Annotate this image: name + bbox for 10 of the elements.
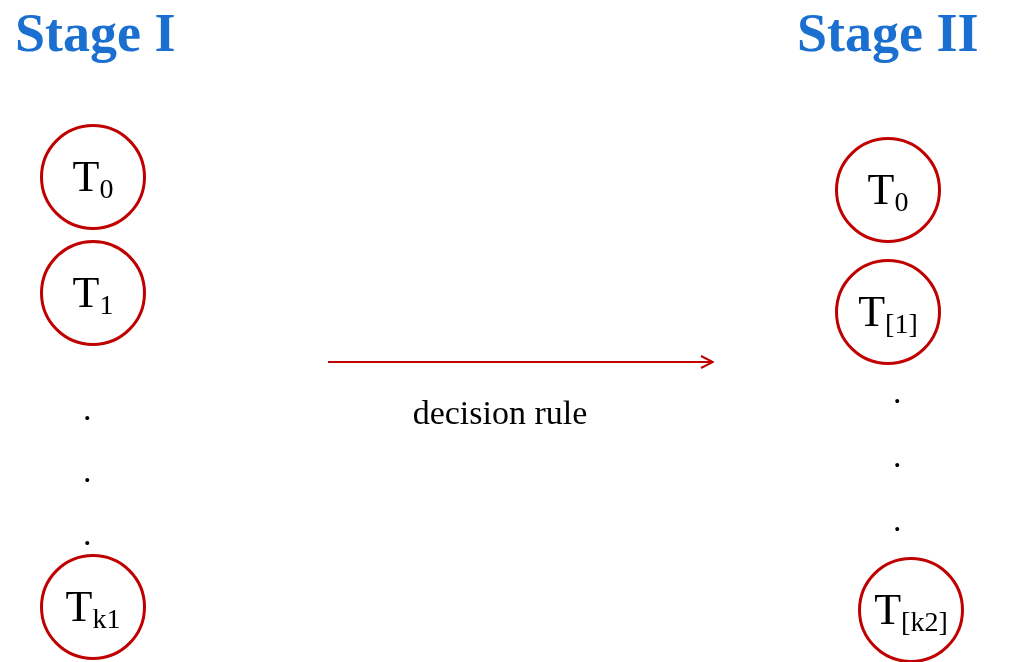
ellipsis-dot: . [83, 454, 92, 488]
ellipsis-dot: . [893, 503, 902, 537]
node-label: T$_{1}$ [72, 271, 114, 315]
node-label: T$_{0}$ [72, 155, 114, 199]
ellipsis-dot: . [893, 439, 902, 473]
ellipsis-dot: . [83, 517, 92, 551]
ellipsis-dot: . [893, 375, 902, 409]
arrow-caption: decision rule [412, 396, 588, 430]
ellipsis-dot: . [83, 392, 92, 426]
node-label: T$_{0}$ [867, 168, 909, 212]
